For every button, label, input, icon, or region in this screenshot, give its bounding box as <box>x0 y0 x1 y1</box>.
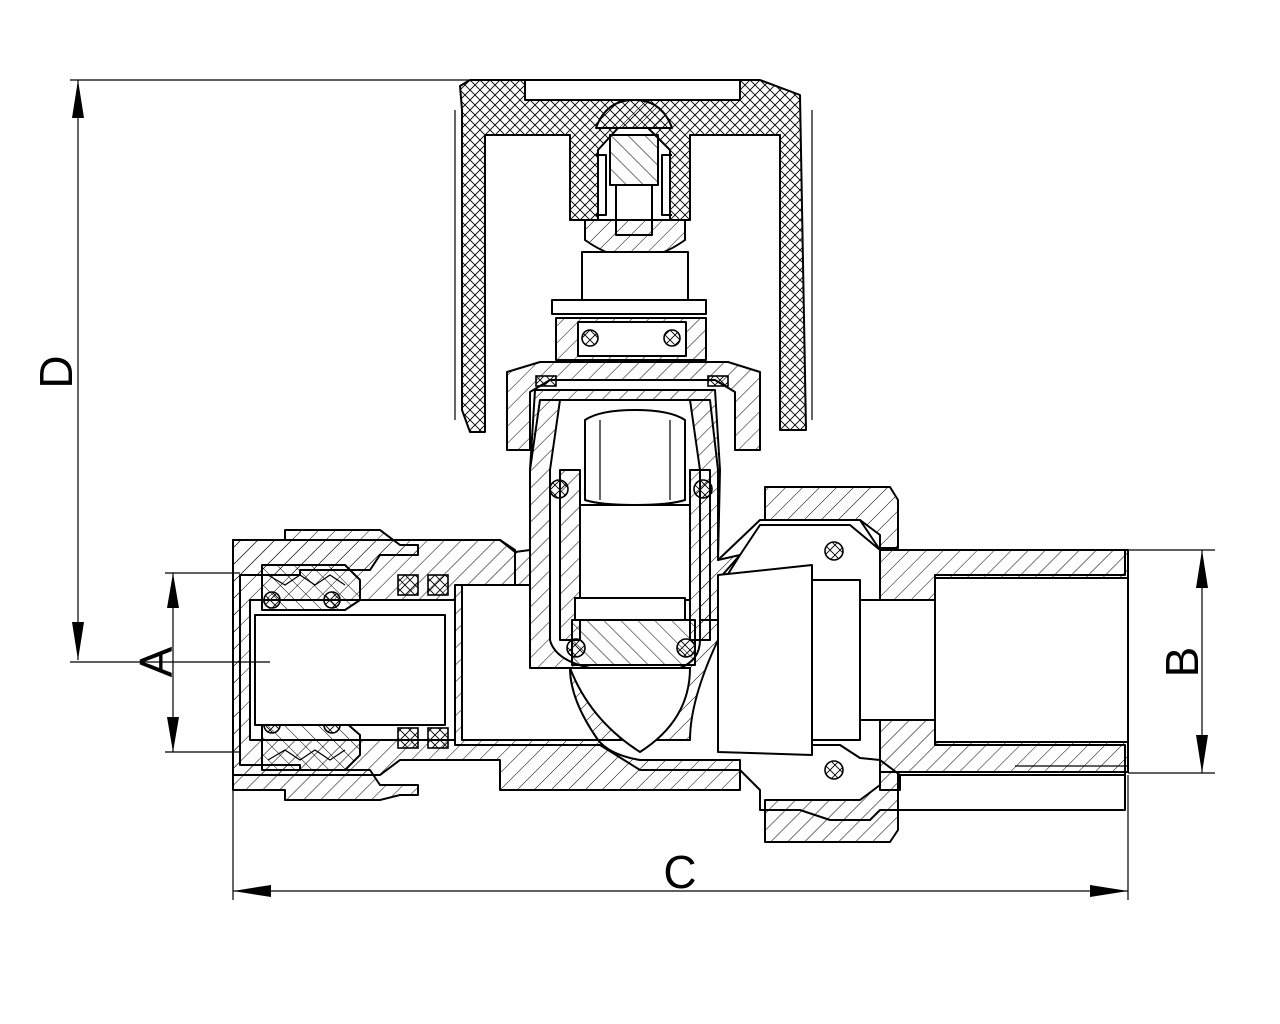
seal-ring <box>535 375 557 387</box>
o-ring <box>824 541 844 561</box>
o-ring <box>663 329 681 347</box>
o-ring <box>581 329 599 347</box>
arrow-head <box>1196 735 1208 773</box>
o-ring <box>566 638 586 658</box>
spindle-shaft <box>551 219 707 315</box>
o-ring <box>549 479 569 499</box>
dimension-label-b: B <box>1156 647 1208 678</box>
arrow-head <box>167 573 179 608</box>
seal-ring <box>427 574 449 596</box>
o-ring <box>323 591 341 609</box>
o-ring <box>824 760 844 780</box>
arrow-head <box>1090 885 1128 897</box>
seal-ring <box>397 574 419 596</box>
seal-ring <box>707 375 729 387</box>
bonnet <box>506 361 761 451</box>
union-tailpiece-right <box>717 486 1129 843</box>
seal-ring <box>427 727 449 749</box>
dimension-lines <box>70 79 1215 900</box>
arrow-head <box>72 80 84 118</box>
arrow-head <box>167 717 179 752</box>
arrow-head <box>72 622 84 660</box>
seal-ring <box>397 727 419 749</box>
gland-packing <box>555 317 707 361</box>
o-ring <box>263 591 281 609</box>
arrow-head <box>233 885 271 897</box>
dimension-label-a: A <box>130 646 182 677</box>
arrow-head <box>1196 550 1208 588</box>
dimension-label-c: C <box>663 846 696 898</box>
compression-fitting-left <box>232 529 449 801</box>
o-ring <box>676 638 696 658</box>
valve-stem-head <box>549 409 713 666</box>
o-ring <box>693 479 713 499</box>
dimension-label-d: D <box>30 355 82 388</box>
spindle-screw <box>595 99 673 236</box>
